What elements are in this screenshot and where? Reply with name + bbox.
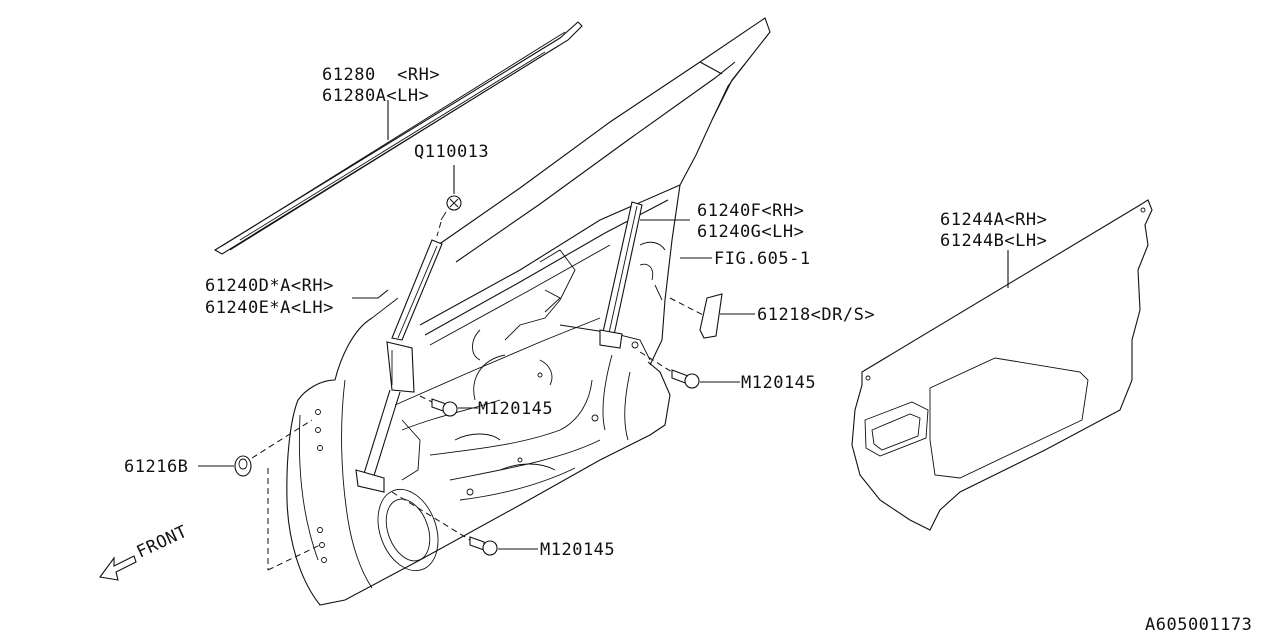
label-sealing-cover-lh: 61244B<LH> <box>940 231 1047 251</box>
label-grommet: 61216B <box>124 457 188 477</box>
label-sealing-cover-rh: 61244A<RH> <box>940 210 1047 230</box>
label-sash-front-rh: 61240D*A<RH> <box>205 276 334 296</box>
clip-q110013 <box>440 195 462 221</box>
bolt-right <box>671 369 700 389</box>
door-frame <box>419 17 771 366</box>
label-weatherstrip-rh: 61280 <RH> <box>322 65 440 85</box>
leader-lines <box>198 100 1009 571</box>
label-clip: Q110013 <box>414 142 489 162</box>
label-sash-rear-lh: 61240G<LH> <box>697 222 804 242</box>
sash-front-61240d <box>355 239 443 493</box>
label-bolt-center: M120145 <box>478 399 553 419</box>
sash-rear-61240f <box>599 201 643 349</box>
front-label: FRONT <box>134 522 191 563</box>
label-fig-ref: FIG.605-1 <box>714 249 811 269</box>
label-sash-front-lh: 61240E*A<LH> <box>205 298 334 318</box>
weatherstrip-61280 <box>213 21 583 255</box>
grommet-61216b <box>234 455 252 477</box>
label-bolt-right: M120145 <box>741 373 816 393</box>
front-arrow-icon: FRONT <box>99 522 191 581</box>
diagram-id: A605001173 <box>1145 615 1252 635</box>
plug-61218 <box>699 293 723 339</box>
label-bolt-bottom: M120145 <box>540 540 615 560</box>
sealing-cover-61244 <box>851 199 1153 531</box>
bolt-center <box>431 398 458 417</box>
bolt-bottom <box>469 536 498 556</box>
label-sash-rear-rh: 61240F<RH> <box>697 201 804 221</box>
label-weatherstrip-lh: 61280A<LH> <box>322 86 429 106</box>
label-plug: 61218<DR/S> <box>757 305 875 325</box>
